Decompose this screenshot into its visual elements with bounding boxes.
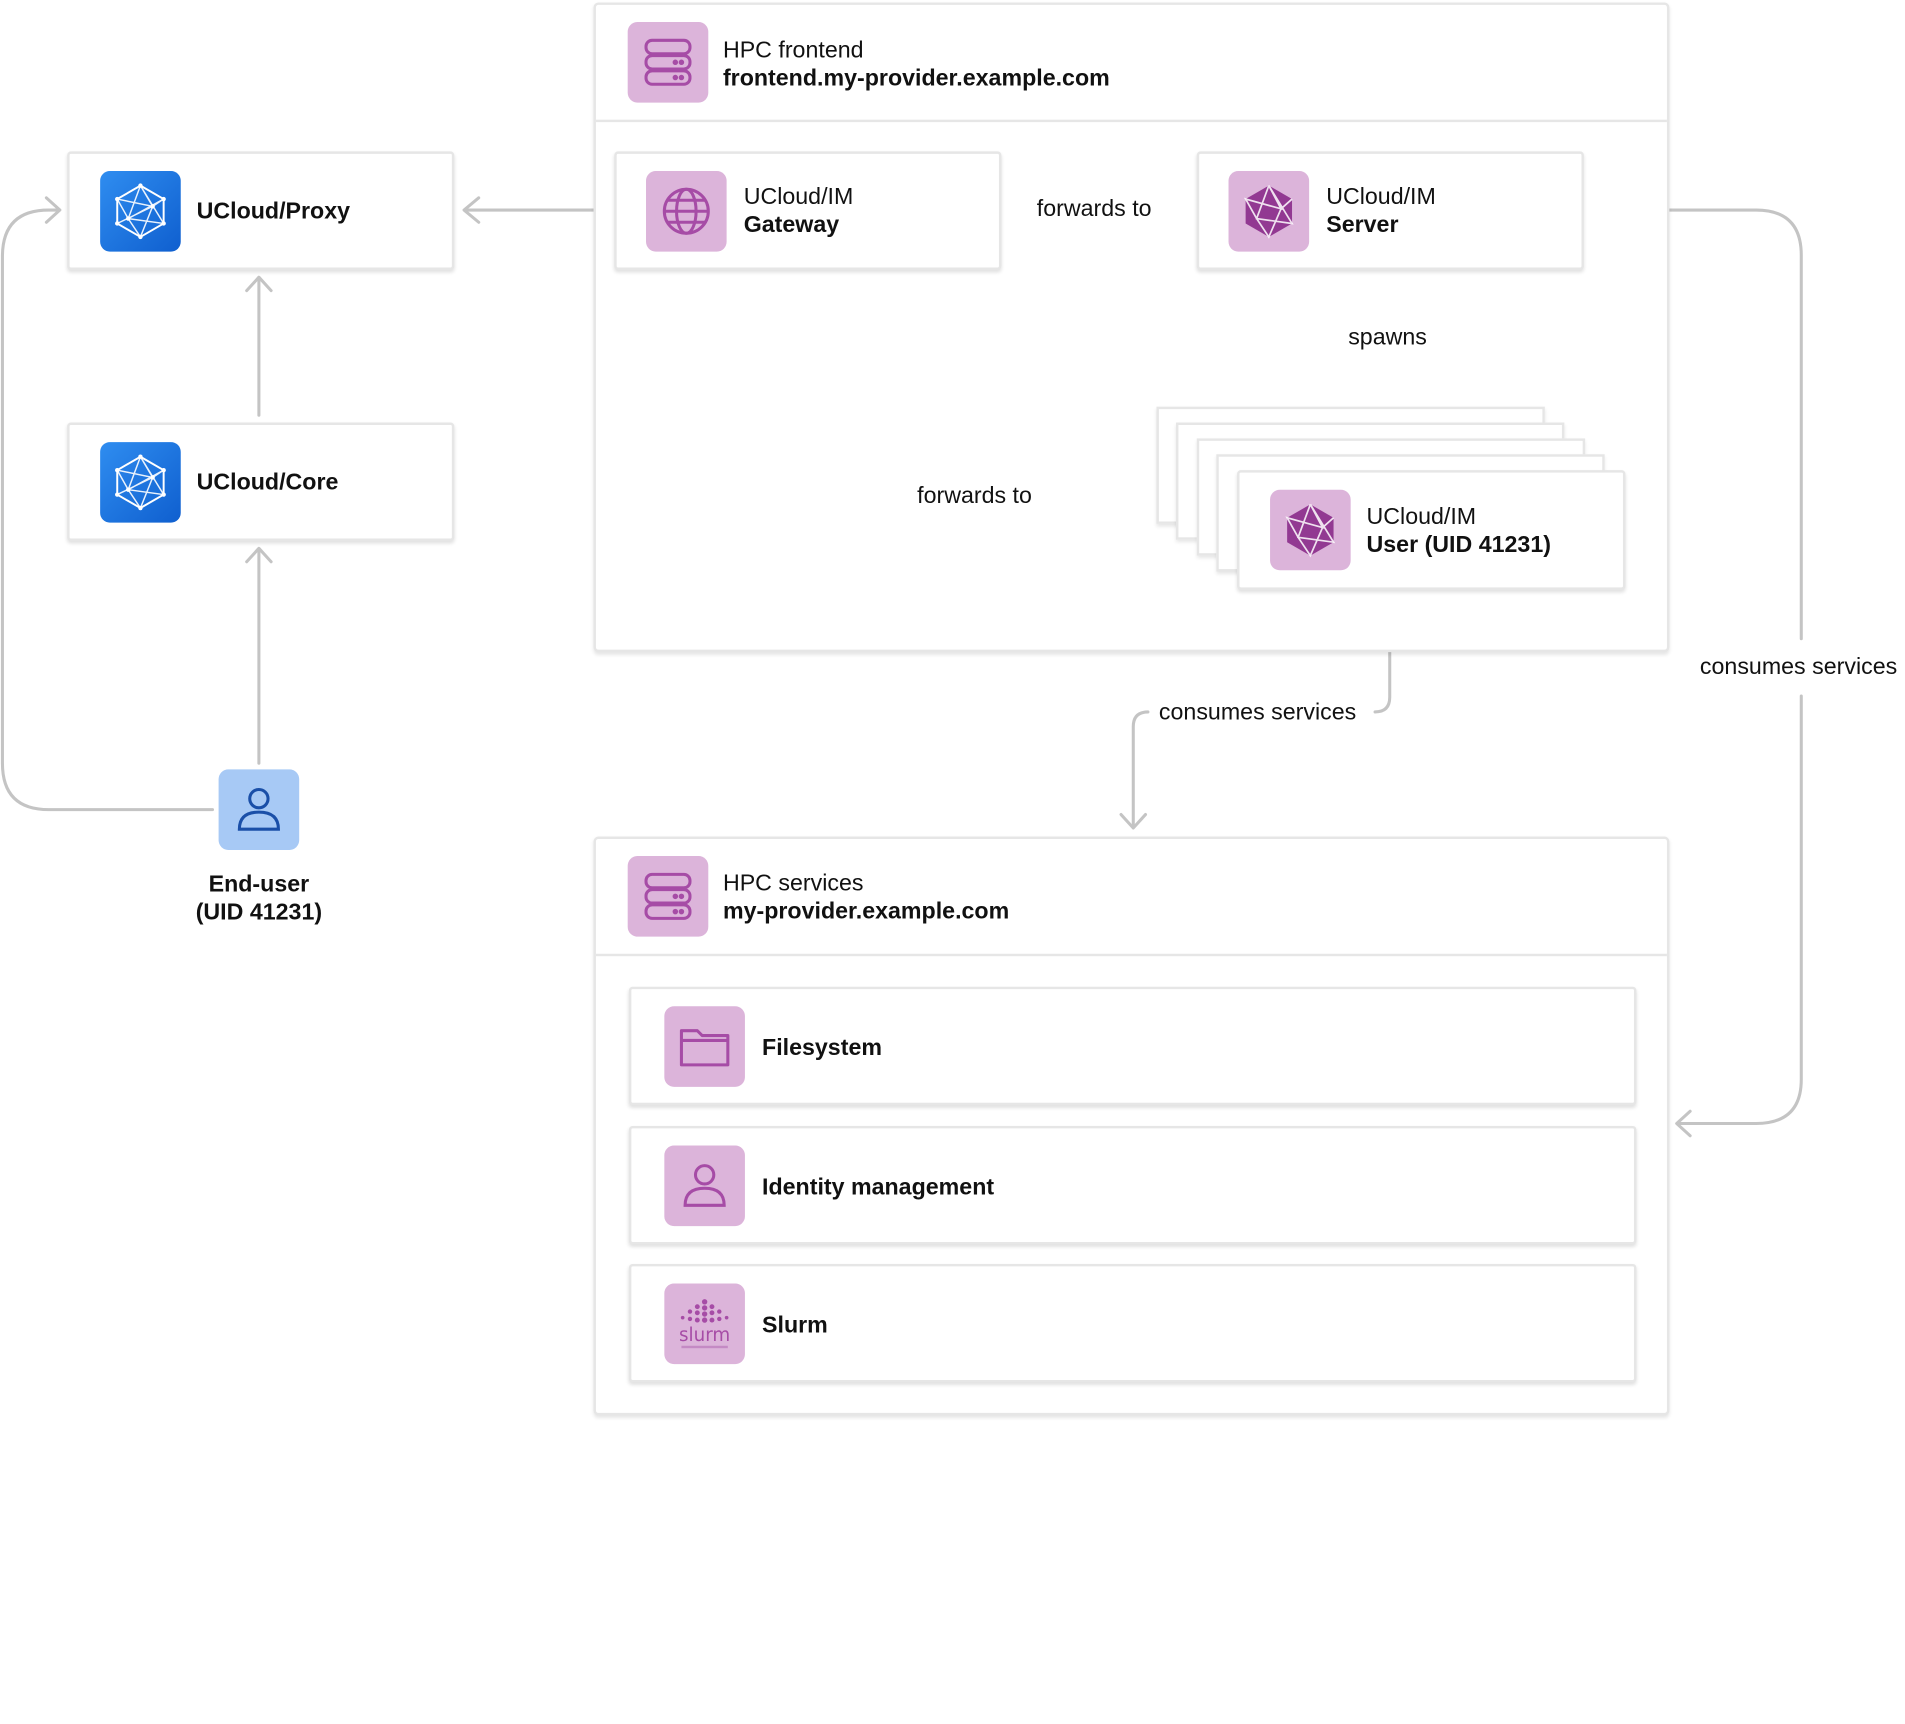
edge-enduser-to-proxy xyxy=(0,208,215,812)
svg-text:slurm: slurm xyxy=(679,1325,730,1346)
im-user-line1: UCloud/IM xyxy=(1366,504,1477,531)
service-filesystem-card[interactable]: Filesystem xyxy=(628,986,1637,1106)
server-rack-icon xyxy=(627,21,709,103)
hpc-frontend-title: HPC frontend xyxy=(722,37,864,64)
ucloud-im-icon xyxy=(1270,489,1351,571)
hpc-frontend-host: frontend.my-provider.example.com xyxy=(722,65,1110,92)
server-line2: Server xyxy=(1326,212,1399,239)
edge-user-consumes xyxy=(1373,594,1392,714)
edge-label-user-consumes: consumes services xyxy=(1151,698,1364,727)
folder-icon xyxy=(664,1006,745,1087)
hpc-services-title: HPC services xyxy=(722,870,864,897)
hpc-frontend-title-block: HPC frontend frontend.my-provider.exampl… xyxy=(723,37,1110,93)
ucloud-core-label: UCloud/Core xyxy=(196,470,339,496)
gateway-line2: Gateway xyxy=(743,212,840,239)
im-user-line2: User (UID 41231) xyxy=(1366,532,1551,559)
gateway-line1: UCloud/IM xyxy=(743,184,854,211)
server-line1: UCloud/IM xyxy=(1326,184,1436,211)
user-icon xyxy=(664,1145,745,1227)
edge-label-gateway-server: forwards to xyxy=(1029,195,1159,224)
hpc-services-panel: HPC services my-provider.example.com Fil… xyxy=(593,836,1670,1416)
ucloud-im-icon xyxy=(1228,170,1310,252)
globe-icon xyxy=(646,170,727,252)
hpc-services-host: my-provider.example.com xyxy=(722,898,1010,925)
service-identity-card[interactable]: Identity management xyxy=(628,1125,1637,1245)
edge-label-gateway-user: forwards to xyxy=(909,482,1040,511)
server-card[interactable]: UCloud/IM Server xyxy=(1196,151,1584,270)
im-user-card[interactable]: UCloud/IM User (UID 41231) xyxy=(1237,470,1626,590)
service-identity-label: Identity management xyxy=(762,1174,995,1201)
hpc-frontend-header: HPC frontend frontend.my-provider.exampl… xyxy=(595,5,1667,123)
server-rack-icon xyxy=(627,856,709,937)
ucloud-proxy-card[interactable]: UCloud/Proxy xyxy=(67,151,455,270)
ucloud-proxy-label: UCloud/Proxy xyxy=(196,199,351,225)
ucloud-core-card[interactable]: UCloud/Core xyxy=(67,422,455,541)
ucloud-logo-icon xyxy=(100,170,181,252)
service-slurm-card[interactable]: slurm Slurm xyxy=(628,1263,1637,1383)
end-user-label: End-user (UID 41231) xyxy=(137,871,381,927)
end-user-icon[interactable] xyxy=(218,769,300,850)
service-filesystem-label: Filesystem xyxy=(762,1035,882,1062)
edge-label-server-consumes: consumes services xyxy=(1692,653,1905,682)
hpc-services-header: HPC services my-provider.example.com xyxy=(595,839,1667,957)
slurm-logo-icon: slurm xyxy=(664,1283,745,1365)
end-user-line2: (UID 41231) xyxy=(195,900,323,926)
gateway-card[interactable]: UCloud/IM Gateway xyxy=(614,151,1002,270)
end-user-line1: End-user xyxy=(208,871,310,898)
ucloud-logo-icon xyxy=(100,442,181,523)
service-slurm-label: Slurm xyxy=(762,1312,828,1339)
edge-server-consumes xyxy=(1588,208,1803,641)
edge-label-spawns: spawns xyxy=(1340,323,1435,352)
